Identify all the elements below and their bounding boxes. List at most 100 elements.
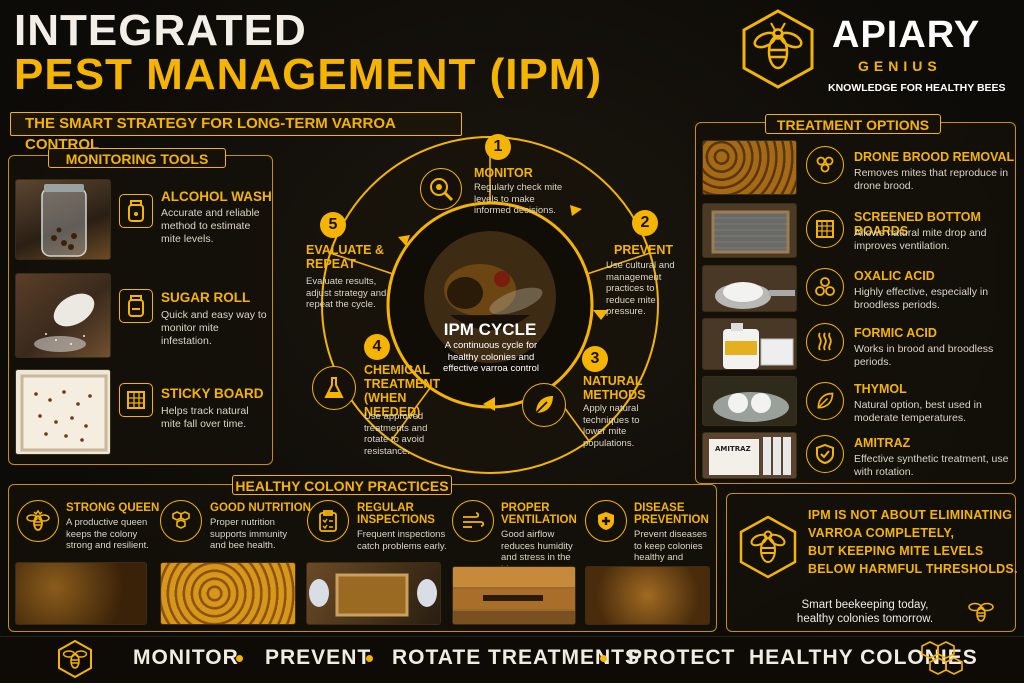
shield-plus-icon: [585, 500, 627, 542]
monitoring-item-title: ALCOHOL WASH: [161, 189, 272, 204]
step-text: Use cultural and management practices to…: [606, 260, 675, 317]
brand-name: APIARY: [832, 14, 981, 56]
title-line-1: INTEGRATED: [14, 6, 307, 55]
magnifier-mite-icon: [420, 168, 462, 210]
footer-item: PREVENT: [265, 646, 372, 669]
treatment-item-text: Highly effective, especially in broodles…: [854, 286, 989, 311]
treatment-item-text: Works in brood and broodless periods.: [854, 343, 994, 368]
crystals-icon: [806, 268, 844, 306]
step-text: Evaluate results, adjust strategy and re…: [306, 276, 387, 310]
ipm-cycle-ring: [321, 136, 659, 474]
treatment-item-title: DRONE BROOD REMOVAL: [854, 150, 1015, 164]
step-title: MONITOR: [474, 166, 533, 180]
monitoring-title: MONITORING TOOLS: [48, 148, 226, 168]
practice-title: GOOD NUTRITION: [210, 502, 311, 514]
leaf-icon: [806, 382, 844, 420]
subtitle-banner: THE SMART STRATEGY FOR LONG-TERM VARROA …: [10, 112, 462, 153]
step-number: 5: [320, 212, 346, 238]
step-number: 2: [632, 210, 658, 236]
treatment-title: TREATMENT OPTIONS: [765, 114, 941, 134]
jar-icon: [119, 289, 153, 323]
step-number: 3: [582, 346, 608, 372]
svg-text:AMITRAZ: AMITRAZ: [715, 445, 751, 453]
practice-text: Proper nutrition supports immunity and b…: [210, 517, 288, 551]
amitraz-photo: AMITRAZ: [702, 432, 797, 479]
monitoring-item-title: SUGAR ROLL: [161, 290, 251, 305]
monitoring-item-text: Helps track natural mite fall over time.: [161, 405, 249, 430]
formic-acid-photo: [702, 318, 797, 370]
wind-icon: [452, 500, 494, 542]
grid-icon: [119, 383, 153, 417]
comb-icon: [806, 146, 844, 184]
step-title: EVALUATE & REPEAT: [306, 243, 385, 271]
brand-sub: GENIUS: [858, 58, 942, 74]
sugar-roll-photo: [15, 273, 111, 358]
step-number: 4: [364, 334, 390, 360]
bee-icon: [968, 602, 994, 622]
practice-title: REGULAR INSPECTIONS: [357, 502, 435, 526]
flask-icon: [312, 366, 356, 410]
step-title: CHEMICAL TREATMENT (WHEN NEEDED): [364, 363, 441, 419]
step-text: Use approved treatments and rotate to av…: [364, 411, 428, 457]
cycle-center-text: A continuous cycle for healthy colonies …: [443, 340, 539, 374]
callout-line: IPM IS NOT ABOUT ELIMINATING: [808, 508, 1013, 522]
bee-icon: [742, 9, 814, 89]
monitoring-item-text: Quick and easy way to monitor mite infes…: [161, 309, 267, 347]
clipboard-icon: [307, 500, 349, 542]
screen-icon: [806, 210, 844, 248]
footer-item: PROTECT HEALTHY COLONIES: [628, 646, 978, 669]
screened-board-photo: [702, 203, 797, 258]
shield-check-icon: [806, 435, 844, 473]
separator-dot: [600, 655, 607, 662]
practice-title: PROPER VENTILATION: [501, 502, 577, 526]
honeycomb-drop-icon: [160, 500, 202, 542]
drone-brood-photo: [702, 140, 797, 195]
strong-queen-photo: [15, 562, 147, 625]
brand-tagline: KNOWLEDGE FOR HEALTHY BEES: [828, 82, 1006, 94]
practice-text: Frequent inspections catch problems earl…: [357, 529, 447, 552]
practice-title: DISEASE PREVENTION: [634, 502, 709, 526]
callout-panel: [726, 493, 1016, 632]
leaf-icon: [522, 383, 566, 427]
callout-line: VARROA COMPLETELY,: [808, 526, 955, 540]
separator-dot: [366, 655, 373, 662]
treatment-item-title: OXALIC ACID: [854, 269, 935, 283]
treatment-item-title: SCREENED BOTTOM BOARDS: [854, 210, 981, 238]
footer-item: ROTATE TREATMENTS: [392, 646, 640, 669]
treatment-item-text: Allows natural mite drop and improves ve…: [854, 227, 987, 252]
jar-icon: [119, 194, 153, 228]
treatment-item-title: FORMIC ACID: [854, 326, 937, 340]
sticky-board-photo: [15, 369, 111, 455]
step-text: Apply natural techniques to lower mite p…: [583, 403, 640, 449]
ventilation-photo: [452, 566, 576, 625]
callout-footer: Smart beekeeping today,: [801, 599, 929, 611]
practice-text: A productive queen keeps the colony stro…: [66, 517, 149, 551]
disease-prevention-photo: [585, 566, 710, 625]
inspection-photo: [306, 562, 441, 625]
footer-item: MONITOR: [133, 646, 239, 669]
step-title: NATURAL METHODS: [583, 374, 646, 402]
step-title: PREVENT: [614, 243, 674, 257]
separator-dot: [236, 655, 243, 662]
practice-title: STRONG QUEEN: [66, 502, 160, 514]
monitoring-item-text: Accurate and reliable method to estimate…: [161, 207, 260, 245]
honeycomb-icon: [921, 641, 963, 675]
treatment-item-text: Natural option, best used in moderate te…: [854, 399, 982, 424]
treatment-item-title: AMITRAZ: [854, 436, 911, 450]
treatment-item-title: THYMOL: [854, 382, 907, 396]
bee-icon: [739, 515, 797, 579]
practices-title: HEALTHY COLONY PRACTICES: [232, 475, 452, 495]
callout-footer: healthy colonies tomorrow.: [796, 613, 934, 625]
good-nutrition-photo: [160, 562, 296, 625]
footer-bar: [0, 636, 1024, 683]
queen-bee-icon: [17, 500, 59, 542]
cycle-center-title: IPM CYCLE: [443, 320, 537, 339]
step-number: 1: [485, 134, 511, 160]
treatment-item-text: Effective synthetic treatment, use with …: [854, 453, 1009, 478]
step-text: Regularly check mite levels to make info…: [474, 182, 563, 216]
treatment-item-text: Removes mites that reproduce in drone br…: [854, 167, 1009, 192]
alcohol-wash-photo: [15, 179, 111, 260]
thymol-photo: [702, 376, 797, 426]
bee-icon: [58, 639, 92, 679]
callout-line: BUT KEEPING MITE LEVELS: [808, 544, 984, 558]
